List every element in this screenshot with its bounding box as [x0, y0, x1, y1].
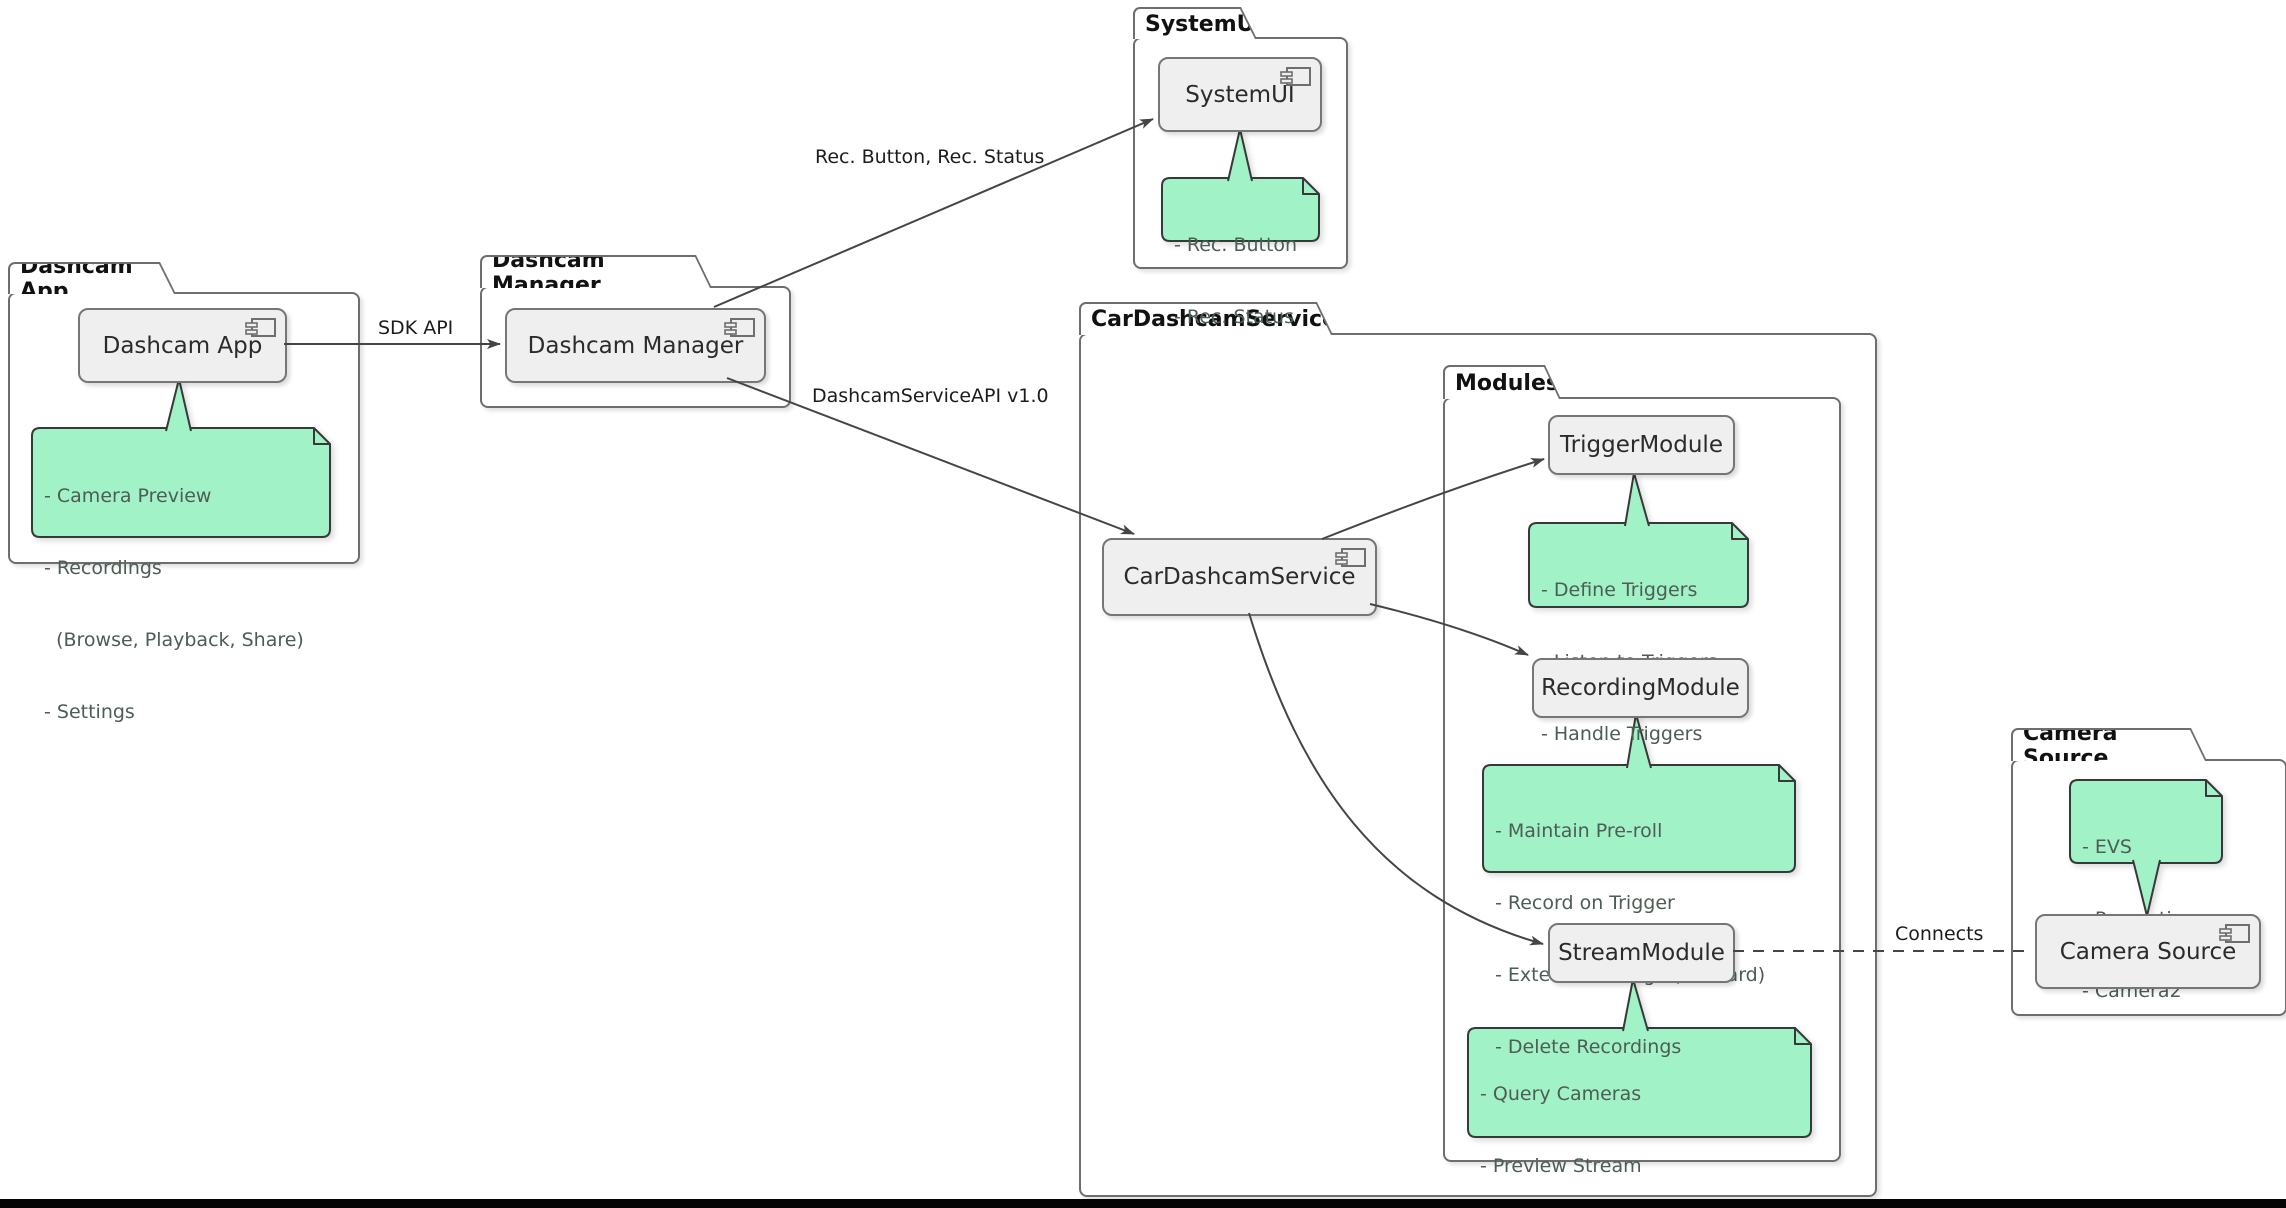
package-title: Camera Source [2013, 730, 2205, 761]
component-icon [245, 318, 276, 337]
component-label: RecordingModule [1541, 675, 1740, 701]
component-dashcam-app: Dashcam App [78, 308, 287, 383]
note-stream-module-text: - Query Cameras - Preview Stream - Snaps… [1480, 1034, 1784, 1208]
component-icon [724, 318, 755, 337]
edge-label-sdk-api: SDK API [378, 317, 454, 339]
note-line: - Recordings [44, 557, 162, 579]
package-title: Dashcam Manager [482, 257, 710, 288]
note-line: - Query Cameras [1480, 1083, 1642, 1105]
note-line: - Camera Preview [44, 485, 212, 507]
component-label: CarDashcamService [1123, 564, 1356, 590]
component-systemui: SystemUI [1158, 57, 1322, 132]
package-tab-systemui: SystemUI [1133, 7, 1257, 39]
edge-label-service-api: DashcamServiceAPI v1.0 [812, 385, 1049, 407]
package-title: SystemUI [1135, 9, 1255, 39]
note-line: - Settings [44, 701, 135, 723]
note-line: - Maintain Pre-roll [1495, 820, 1663, 842]
component-recording-module: RecordingModule [1532, 658, 1749, 718]
component-trigger-module: TriggerModule [1548, 415, 1735, 475]
note-line: (Browse, Playback, Share) [44, 629, 304, 651]
edge-label-connects: Connects [1895, 923, 1984, 945]
edge-label-rec-ui: Rec. Button, Rec. Status [815, 146, 1045, 168]
component-dashcam-manager: Dashcam Manager [505, 308, 766, 383]
note-line: - Rec. Status [1174, 306, 1295, 328]
component-label: TriggerModule [1560, 432, 1723, 458]
note-systemui-text: - Rec. Button - Rec. Status [1174, 185, 1297, 377]
note-line: - Handle Triggers [1541, 723, 1703, 745]
component-icon [1335, 548, 1366, 567]
component-car-dashcam-service: CarDashcamService [1102, 538, 1377, 616]
component-icon [2219, 924, 2250, 943]
package-tab-modules: Modules [1443, 365, 1561, 399]
package-title: Dashcam App [10, 264, 174, 294]
component-stream-module: StreamModule [1548, 923, 1735, 983]
package-tab-dashcam-manager: Dashcam Manager [480, 255, 712, 288]
package-tab-camera-source: Camera Source [2011, 728, 2207, 761]
component-camera-source: Camera Source [2035, 914, 2261, 989]
component-icon [1280, 67, 1311, 86]
component-label: Dashcam Manager [527, 332, 744, 359]
note-dashcam-app-text: - Camera Preview - Recordings (Browse, P… [44, 436, 304, 772]
component-label: Dashcam App [102, 332, 263, 359]
component-label: StreamModule [1558, 940, 1725, 966]
note-line: - Preview Stream [1480, 1155, 1642, 1177]
package-tab-dashcam-app: Dashcam App [8, 262, 176, 294]
note-line: - EVS [2082, 836, 2132, 858]
component-label: Camera Source [2059, 938, 2237, 965]
component-label: SystemUI [1185, 81, 1295, 108]
note-line: - Record on Trigger [1495, 892, 1675, 914]
package-title: Modules [1445, 367, 1559, 399]
package-title: CarDashcamService [1081, 304, 1331, 335]
bottom-bar [0, 1199, 2286, 1208]
note-line: - Rec. Button [1174, 234, 1298, 256]
note-line: - Define Triggers [1541, 579, 1698, 601]
